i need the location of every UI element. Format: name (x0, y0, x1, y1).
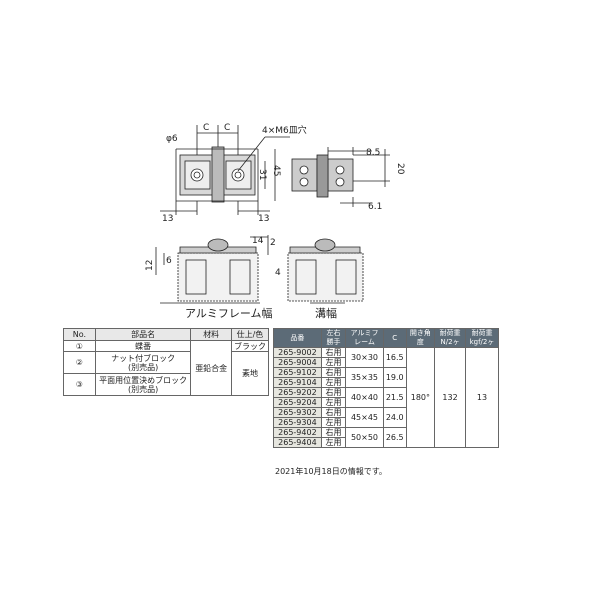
table-row: 265-9402 右用 50×50 26.5 (273, 427, 499, 448)
header-part-name: 部品名 (94, 328, 192, 341)
table-row: 265-9102 右用 35×35 19.0 (273, 367, 499, 388)
header-no: No. (63, 328, 96, 341)
hinge-knuckle (211, 146, 225, 203)
parts-table-header: No. 部品名 材料 仕上/色 (63, 328, 270, 341)
info-date-note: 2021年10月18日の情報です。 (275, 467, 387, 476)
dim-31: 31 (257, 169, 267, 180)
parts-table: No. 部品名 材料 仕上/色 ① 蝶番 亜鉛合金 ブラック ② ナット付ブロッ… (63, 328, 270, 396)
dim-c1: C (203, 123, 209, 133)
dim-85: 8.5 (366, 148, 380, 158)
material-cell: 亜鉛合金 (190, 340, 232, 396)
header-material: 材料 (190, 328, 232, 341)
aluminum-frame-left (177, 252, 259, 302)
finish-black: ブラック (230, 340, 270, 352)
dim-12: 12 (145, 260, 155, 271)
dim-13b: 13 (258, 214, 269, 224)
spec-table: 品番 左右勝手 アルミフレーム C 開き角度 耐荷重N/2ヶ 耐荷重kgf/2ヶ… (273, 328, 500, 448)
aluminum-frame-right (287, 252, 364, 302)
caption-frame-width: アルミフレーム幅 (185, 307, 273, 320)
load-kgf-cell: 13 (464, 347, 500, 448)
dim-6: 6 (166, 256, 172, 266)
dim-13a: 13 (162, 214, 173, 224)
screw-hole-right (231, 168, 245, 182)
table-row: ② ナット付ブロック(別売品) 素地 (63, 351, 270, 396)
dim-20: 20 (395, 163, 405, 175)
technical-drawing: C C φ6 4×M6皿穴 31 45 13 13 8.5 20 6.1 14 … (145, 123, 405, 304)
dim-c2: C (224, 123, 230, 133)
load-n-cell: 132 (434, 347, 466, 448)
dim-14: 14 (252, 236, 264, 246)
dim-2: 2 (270, 238, 276, 248)
dim-4: 4 (275, 268, 281, 278)
header-finish: 仕上/色 (230, 328, 270, 341)
dim-phi: φ6 (166, 134, 178, 144)
table-row: 265-9302 右用 45×45 24.0 (273, 407, 499, 428)
dim-45: 45 (271, 165, 281, 176)
screw-hole-left (190, 168, 204, 182)
table-row: 265-9404 左用 (273, 437, 499, 448)
angle-cell: 180° (405, 347, 436, 448)
caption-groove-width: 溝幅 (315, 307, 337, 320)
finish-plain: 素地 (230, 351, 270, 396)
dim-61: 6.1 (368, 202, 382, 212)
spec-table-header: 品番 左右勝手 アルミフレーム C 開き角度 耐荷重N/2ヶ 耐荷重kgf/2ヶ (273, 328, 500, 348)
table-row: ① 蝶番 亜鉛合金 ブラック (63, 340, 270, 396)
table-row: ③ 平面用位置決めブロック(別売品) (63, 373, 269, 396)
dim-holes: 4×M6皿穴 (262, 124, 307, 136)
table-row: 265-9002 右用 30×30 16.5 180° 132 13 (273, 347, 500, 448)
